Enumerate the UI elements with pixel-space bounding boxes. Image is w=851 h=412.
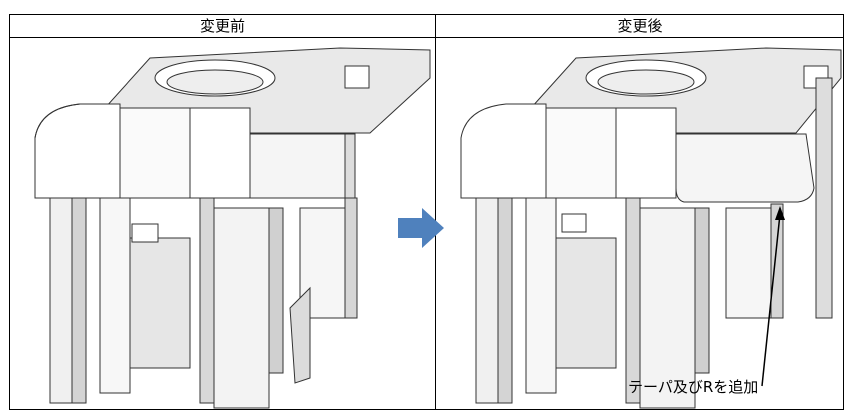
annotation-arrowhead bbox=[775, 206, 785, 220]
part-drawing-after bbox=[460, 47, 842, 409]
part-drawing-before bbox=[34, 47, 431, 409]
annotation-label: テーパ及びRを追加 bbox=[628, 378, 759, 396]
after-image bbox=[436, 38, 844, 409]
column-divider bbox=[435, 15, 436, 409]
header-after: 変更後 bbox=[617, 17, 663, 35]
header-before: 変更前 bbox=[199, 17, 245, 35]
before-image bbox=[10, 38, 435, 409]
change-arrow-icon bbox=[398, 208, 444, 248]
annotation-leader-line bbox=[761, 213, 781, 387]
comparison-table: 変更前 変更後 bbox=[9, 14, 844, 410]
header-divider bbox=[10, 37, 843, 38]
